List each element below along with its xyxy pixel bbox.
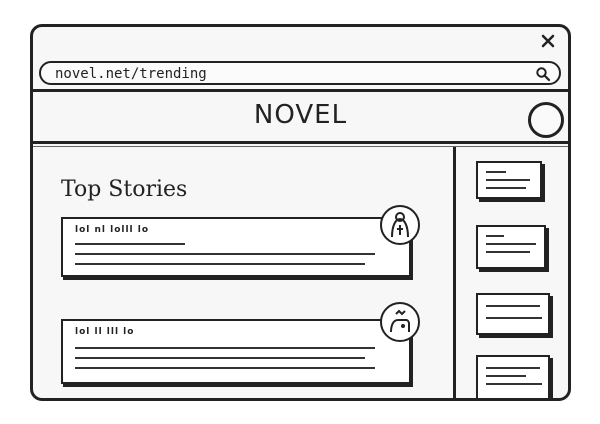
sidebar-card[interactable] [476,161,542,199]
sidebar-card[interactable] [476,293,550,335]
sidebar-card[interactable] [476,355,550,398]
story-text-line [75,347,375,349]
story-card[interactable]: lol nl lolll lo [61,217,411,277]
main-content: Top Stories lol nl lolll lo lol ll lll l… [33,147,453,398]
sidebar-divider [453,147,456,398]
search-icon[interactable] [535,66,551,82]
sidebar-text-line [486,367,540,369]
sidebar-text-line [486,187,526,189]
sidebar-text-line [486,375,526,377]
sidebar-text-line [486,179,530,181]
story-card[interactable]: lol ll lll lo [61,319,411,384]
story-text-line [75,263,365,265]
sidebar-text-line [486,235,504,237]
story-text-line [75,253,375,255]
url-text: novel.net/trending [55,66,207,82]
close-icon[interactable] [540,33,556,49]
avatar-illustration-icon [380,302,420,342]
site-header: NOVEL [33,92,568,142]
story-title: lol ll lll lo [75,327,135,337]
sidebar-text-line [486,317,542,319]
story-text-line [75,243,185,245]
sidebar [456,147,568,398]
sidebar-text-line [486,305,540,307]
section-title: Top Stories [61,177,188,202]
story-text-line [75,357,365,359]
story-text-line [75,367,375,369]
url-bar[interactable]: novel.net/trending [39,61,561,85]
toolbar-divider [33,89,568,92]
header-divider-thin [33,146,568,147]
sidebar-text-line [486,251,530,253]
header-divider [33,141,568,144]
user-avatar[interactable] [528,102,564,138]
story-title: lol nl lolll lo [75,225,150,235]
sidebar-text-line [486,383,542,385]
site-title: NOVEL [253,100,348,130]
sidebar-card[interactable] [476,225,546,269]
avatar-illustration-icon [380,205,420,245]
sidebar-text-line [486,171,506,173]
sidebar-text-line [486,243,536,245]
browser-window: novel.net/trending NOVEL Top Stories lol… [30,24,571,401]
